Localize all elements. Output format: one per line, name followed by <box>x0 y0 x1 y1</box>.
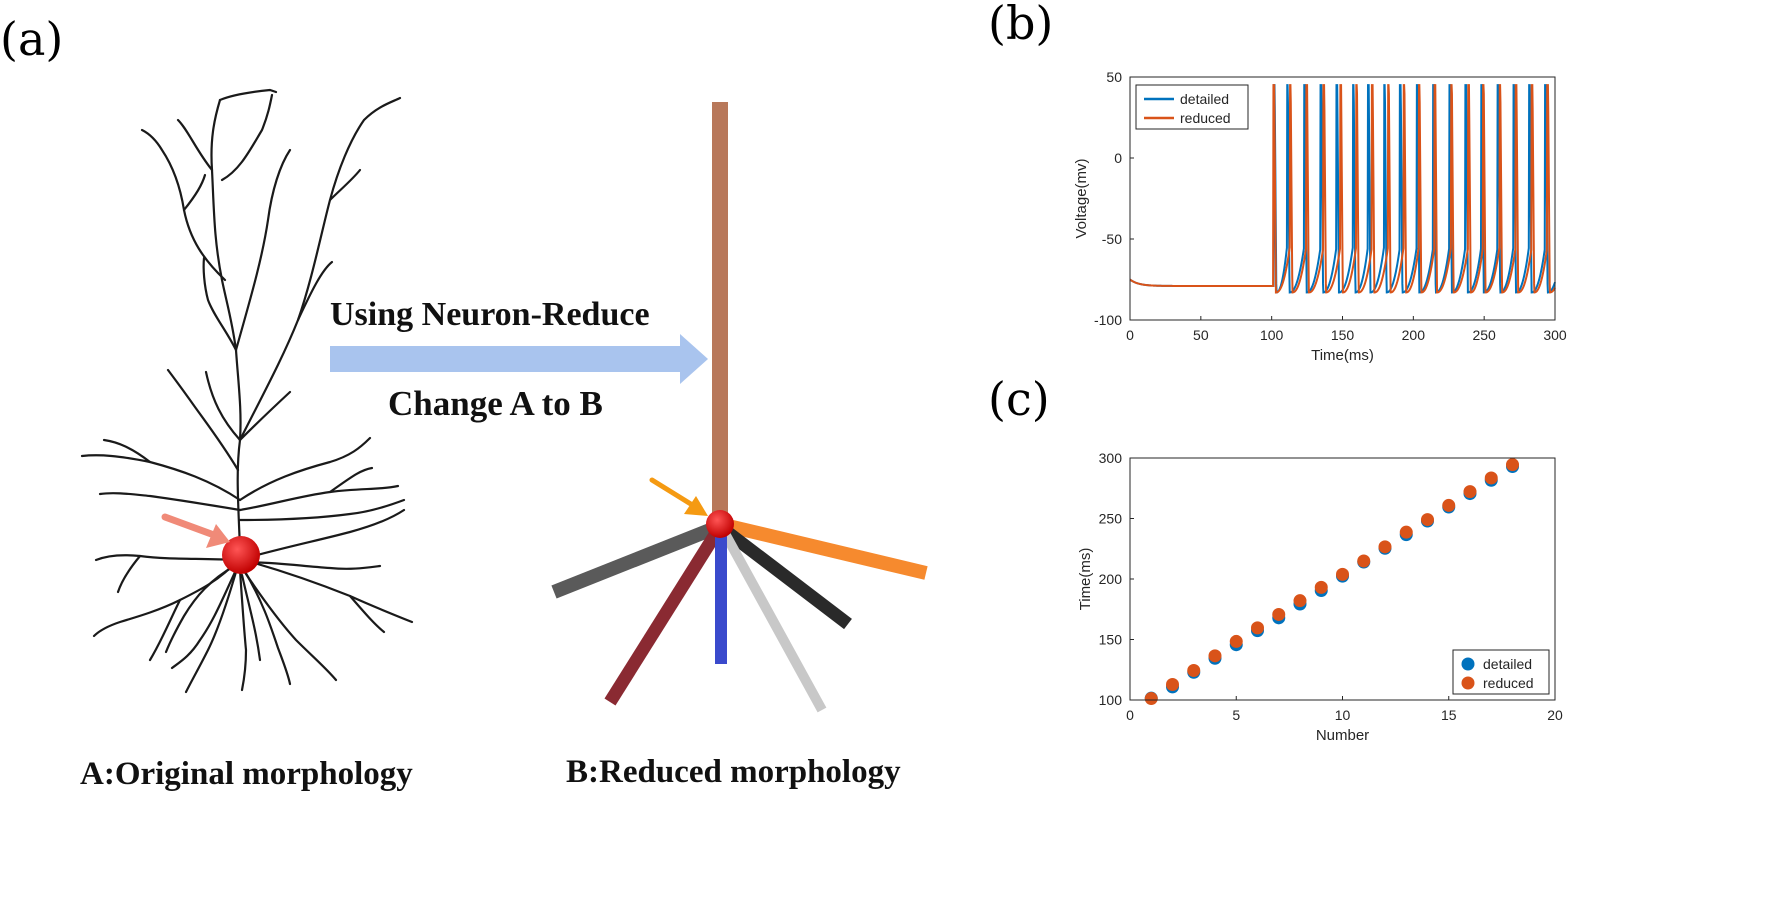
chart-c-xtick-label: 20 <box>1547 707 1563 723</box>
chart-b-xlabel: Time(ms) <box>1311 347 1374 364</box>
chart-b-ylabel: Voltage(mv) <box>1073 158 1090 238</box>
panel-label-c: (c) <box>988 372 1050 426</box>
chart-c-point-reduced <box>1336 567 1349 581</box>
chart-c-point-reduced <box>1166 678 1179 692</box>
chart-c-point-reduced <box>1484 471 1498 485</box>
chart-b-ytick-label: 0 <box>1114 150 1122 166</box>
voltage-trace-chart: 0 50 100 150 200 250 300 -100 -50 0 50 Time(ms) Vo… <box>1073 69 1567 364</box>
arrow-title: Using Neuron-Reduce <box>330 296 650 333</box>
chart-b-series-reduced <box>1129 84 1556 294</box>
chart-c-point-reduced <box>1421 513 1434 527</box>
panel-a-figure <box>80 88 928 713</box>
chart-c-point-reduced <box>1187 663 1201 677</box>
chart-c-legend-swatch-reduced <box>1461 676 1475 690</box>
soma-reduced <box>706 510 734 538</box>
chart-c-point-reduced <box>1251 621 1264 635</box>
chart-c-ytick-label: 250 <box>1099 511 1123 527</box>
chart-c-ytick-label: 200 <box>1099 571 1123 587</box>
chart-c-ytick-label: 100 <box>1099 692 1123 708</box>
chart-c-ytick-label: 150 <box>1099 632 1123 648</box>
chart-b-xtick-label: 0 <box>1126 327 1134 343</box>
chart-c-point-reduced <box>1506 458 1519 472</box>
chart-c-point-reduced <box>1293 594 1307 608</box>
panel-label-a: (a) <box>0 12 64 66</box>
chart-c-point-reduced <box>1144 692 1158 706</box>
chart-b-xtick-label: 100 <box>1260 327 1284 343</box>
chart-b-ytick-label: -50 <box>1102 231 1122 247</box>
chart-c-legend-label: reduced <box>1483 675 1534 691</box>
chart-b-legend-box <box>1135 84 1249 130</box>
caption-original-morphology: A:Original morphology <box>80 756 413 792</box>
chart-c-legend-label: detailed <box>1483 656 1532 672</box>
chart-c-point-reduced <box>1442 498 1456 512</box>
chart-c-point-reduced <box>1208 649 1222 663</box>
chart-c-xtick-label: 0 <box>1126 707 1134 723</box>
chart-c-xlabel: Number <box>1316 727 1369 744</box>
chart-c-ytick-label: 300 <box>1099 450 1123 466</box>
chart-c-axes-box <box>1129 457 1556 701</box>
chart-c-point-reduced <box>1399 525 1413 539</box>
soma-pointer-arrow-reduced <box>649 477 708 516</box>
chart-c-legend-swatch-detailed <box>1461 657 1475 671</box>
chart-b-xtick-label: 200 <box>1402 327 1426 343</box>
reduced-morphology <box>551 102 928 713</box>
chart-b-ytick-label: 50 <box>1106 69 1122 85</box>
panel-label-b: (b) <box>988 0 1054 50</box>
chart-c-xtick-label: 5 <box>1232 707 1240 723</box>
chart-c-xtick-label: 15 <box>1441 707 1457 723</box>
chart-b-legend-label: reduced <box>1180 110 1231 126</box>
chart-c-point-reduced <box>1378 540 1392 554</box>
soma-pointer-arrow-original <box>161 513 230 548</box>
chart-c-point-reduced <box>1314 580 1328 594</box>
chart-b-axes-box <box>1129 76 1556 321</box>
transform-arrow <box>330 334 708 384</box>
chart-c-xtick-label: 10 <box>1335 707 1351 723</box>
arrow-subtitle: Change A to B <box>388 384 603 423</box>
chart-c-point-reduced <box>1272 607 1286 621</box>
chart-c-legend: detailed reduced <box>1452 649 1550 695</box>
chart-c-point-reduced <box>1357 554 1371 568</box>
chart-c-point-reduced <box>1229 634 1243 648</box>
original-morphology <box>80 88 414 694</box>
chart-b-ytick-label: -100 <box>1094 312 1122 328</box>
chart-b-xtick-label: 300 <box>1543 327 1567 343</box>
caption-reduced-morphology: B:Reduced morphology <box>566 754 901 790</box>
chart-b-xtick-label: 50 <box>1193 327 1209 343</box>
chart-b-legend: detailed reduced <box>1135 84 1249 130</box>
chart-b-xtick-label: 150 <box>1331 327 1355 343</box>
chart-b-legend-label: detailed <box>1180 91 1229 107</box>
chart-c-point-reduced <box>1463 485 1477 499</box>
chart-c-ylabel: Time(ms) <box>1077 548 1094 611</box>
chart-b-xtick-label: 250 <box>1472 327 1496 343</box>
soma-original <box>222 536 260 574</box>
